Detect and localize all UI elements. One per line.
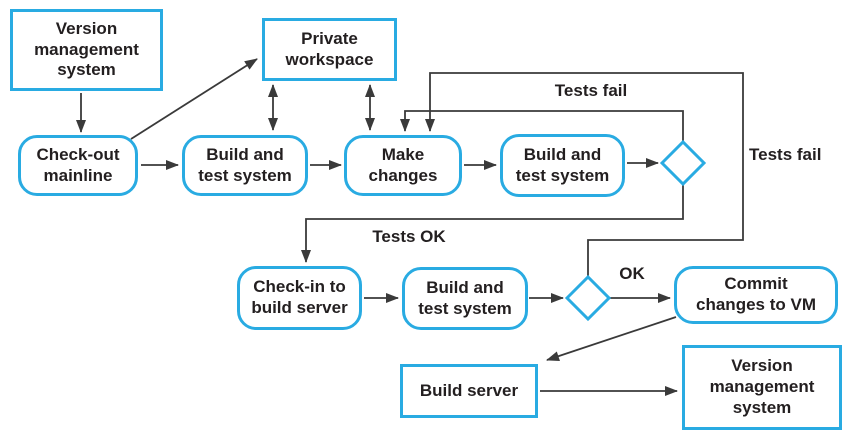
decision-diamond-1 [659,139,707,187]
node-build-and-test-system-3: Build and test system [402,267,528,330]
node-commit-changes-to-vm: Commit changes to VM [674,266,838,324]
node-make-changes: Make changes [344,135,462,196]
label-ok: OK [619,264,645,283]
edge-tests-fail-inner-loop [400,110,684,142]
label-tests-fail-top: Tests fail [554,81,628,100]
label-tests-ok: Tests OK [372,227,446,246]
edge-tests-fail-outer-loop [425,72,744,276]
node-build-server: Build server [400,364,538,418]
edge-commit-to-buildserver [546,316,677,361]
edge-checkout-to-workspace [130,58,258,140]
decision-diamond-2 [564,274,612,322]
label-tests-fail-right: Tests fail [749,145,822,164]
node-build-and-test-system-2: Build and test system [500,134,625,197]
node-build-and-test-system-1: Build and test system [182,135,308,196]
node-version-management-system-top: Version management system [10,9,163,91]
node-version-management-system-bottom: Version management system [682,345,842,430]
node-private-workspace: Private workspace [262,18,397,81]
edge-tests-ok [301,184,684,263]
node-check-in-to-build-server: Check-in to build server [237,266,362,330]
node-check-out-mainline: Check-out mainline [18,135,138,196]
